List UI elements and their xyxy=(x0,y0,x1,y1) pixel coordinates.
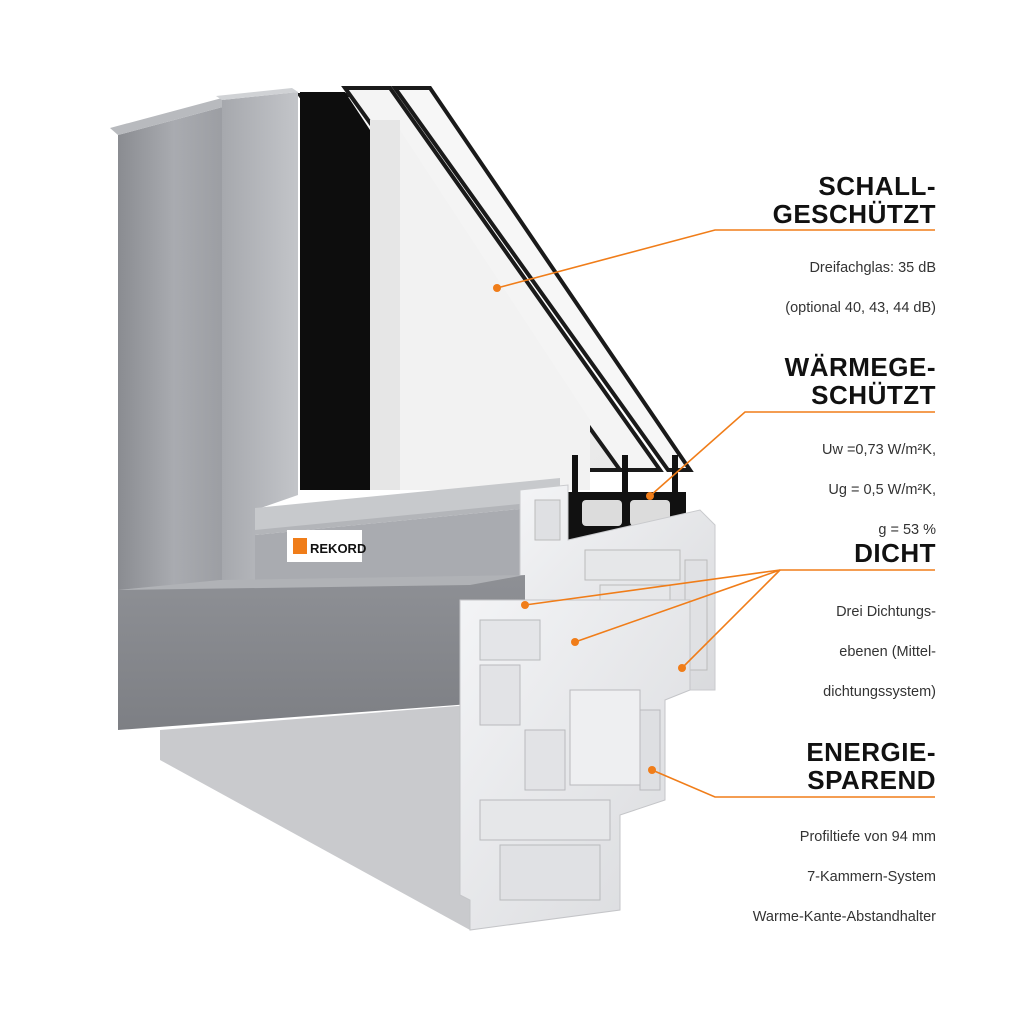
feature-line: Dreifachglas: 35 dB xyxy=(809,260,936,276)
sash-left xyxy=(222,92,298,590)
sash-top-rail xyxy=(255,478,560,530)
triple-glazing xyxy=(296,86,694,490)
callout-leaders xyxy=(493,229,935,798)
feature-line: (optional 40, 43, 44 dB) xyxy=(785,300,936,316)
feature-description: Profiltiefe von 94 mm 7-Kammern-System W… xyxy=(753,807,936,947)
feature-description: Uw =0,73 W/m²K, Ug = 0,5 W/m²K, g = 53 % xyxy=(822,420,936,560)
feature-line: ebenen (Mittel- xyxy=(839,644,936,660)
feature-line: Drei Dichtungs- xyxy=(836,604,936,620)
pvc-frame-profile xyxy=(459,599,691,931)
feature-line: Uw =0,73 W/m²K, xyxy=(821,442,936,458)
glass-pane xyxy=(391,86,694,472)
feature-line: Ug = 0,5 W/m²K, xyxy=(828,482,936,498)
rekord-logo: REKORD xyxy=(287,530,366,562)
feature-line: g = 53 % xyxy=(878,522,936,538)
feature-line: dichtungssystem) xyxy=(823,684,936,700)
feature-title: DICHT xyxy=(854,538,936,568)
feature-title: WÄRMEGE- SCHÜTZT xyxy=(784,352,936,410)
feature-line: 7-Kammern-System xyxy=(807,869,936,885)
feature-description: Drei Dichtungs- ebenen (Mittel- dichtung… xyxy=(823,582,936,722)
outer-frame-left xyxy=(118,105,230,590)
feature-line: Warme-Kante-Abstandhalter xyxy=(752,909,936,925)
feature-line: Profiltiefe von 94 mm xyxy=(799,829,936,845)
feature-title: ENERGIE- SPAREND xyxy=(806,737,936,795)
logo-text: REKORD xyxy=(310,541,366,556)
feature-title: SCHALL- GESCHÜTZT xyxy=(772,171,936,229)
feature-description: Dreifachglas: 35 dB (optional 40, 43, 44… xyxy=(785,238,936,338)
pvc-sash-profile xyxy=(519,484,716,691)
outer-frame-bottom xyxy=(118,575,525,730)
